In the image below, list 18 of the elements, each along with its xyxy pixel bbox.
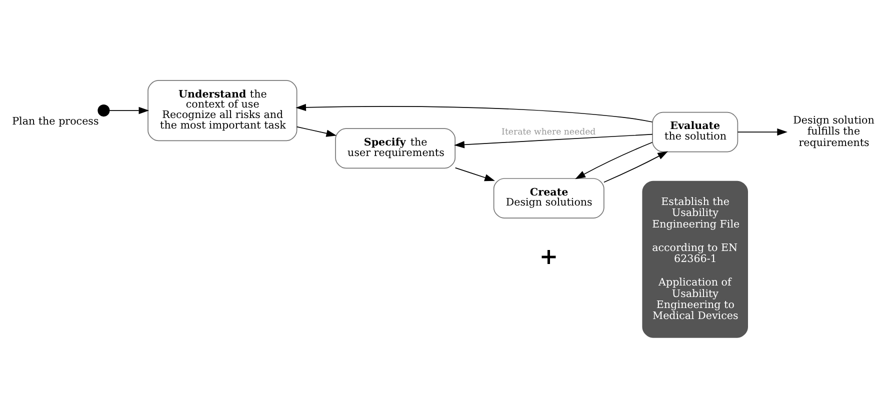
arrow: [575, 141, 653, 179]
node-box: Establish the Usability Engineering File according to EN 62366-1 Application of Usability Engineering to Medical Devices: [642, 180, 748, 338]
arrow: [296, 103, 653, 122]
node-box: Specify the user requirements: [335, 128, 456, 168]
arrow: [604, 150, 668, 182]
arrow: [737, 128, 788, 136]
arrow: [296, 126, 337, 136]
node-text: Design solution fulfills the requirements: [793, 114, 874, 148]
node-box: Create Design solutions: [493, 178, 604, 218]
arrow: [109, 106, 150, 114]
node-box: Evaluate the solution: [652, 111, 738, 152]
node-label: Plan the process: [12, 114, 99, 127]
arrow: [454, 166, 495, 181]
node-box: Understand the context of use Recognize all risks and the most important task: [148, 80, 298, 141]
edge-label: Iterate where needed: [502, 127, 596, 138]
node-circle: [98, 104, 110, 116]
arrow: [454, 133, 653, 148]
label: +: [539, 243, 558, 270]
